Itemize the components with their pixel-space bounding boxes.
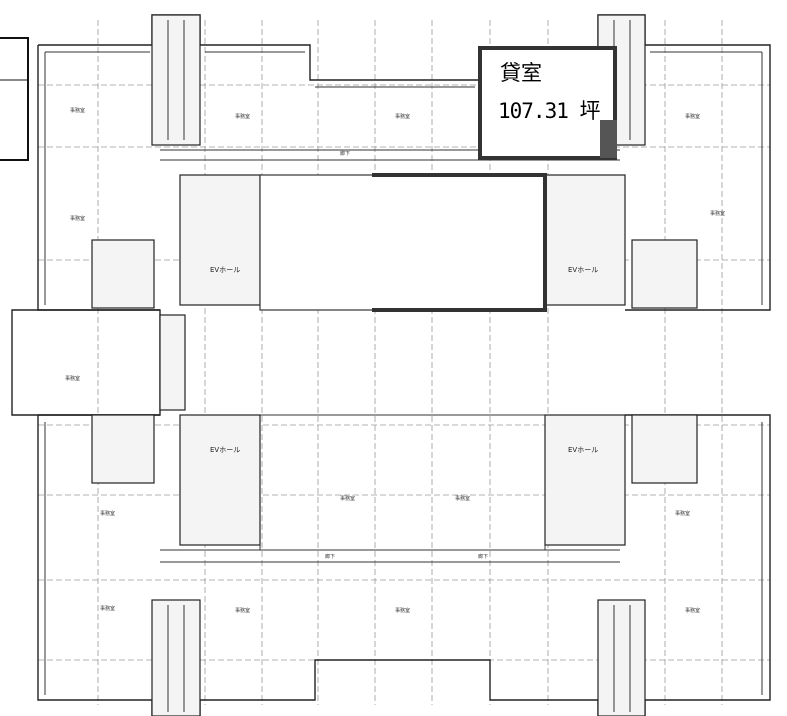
stair-tower-bottom-left (151, 599, 201, 716)
svg-text:事務室: 事務室 (710, 210, 725, 217)
core-upper-right: EVホール (544, 174, 698, 309)
svg-text:事務室: 事務室 (65, 375, 80, 382)
svg-text:廊下: 廊下 (478, 553, 488, 560)
connector-left (11, 309, 161, 416)
rental-unit-title: 貸室 (500, 61, 542, 85)
left-edge-box (0, 37, 29, 161)
svg-text:事務室: 事務室 (395, 607, 410, 614)
svg-text:廊下: 廊下 (325, 553, 335, 560)
rental-unit-area: 107.31 坪 (498, 99, 601, 123)
svg-text:事務室: 事務室 (70, 215, 85, 222)
stair-tower-top-left (151, 14, 201, 146)
svg-text:事務室: 事務室 (100, 605, 115, 612)
svg-text:事務室: 事務室 (455, 495, 470, 502)
core-upper-left: EVホール (91, 174, 261, 309)
atrium-void (259, 173, 547, 312)
room-labels: 事務室 事務室 事務室 事務室 事務室 事務室 事務室 事務室 事務室 事務室 … (65, 107, 725, 614)
svg-text:事務室: 事務室 (235, 607, 250, 614)
svg-text:事務室: 事務室 (675, 510, 690, 517)
ev-hall-label: EVホール (568, 266, 598, 274)
svg-text:事務室: 事務室 (395, 113, 410, 120)
svg-text:事務室: 事務室 (235, 113, 250, 120)
core-lower-left: EVホール (91, 414, 261, 546)
lower-wing-outline (37, 414, 771, 716)
svg-text:事務室: 事務室 (70, 107, 85, 114)
svg-text:事務室: 事務室 (100, 510, 115, 517)
rental-unit (478, 46, 617, 160)
ev-hall-label: EVホール (568, 446, 598, 454)
structural-grid (38, 20, 770, 705)
ev-hall-label: EVホール (210, 446, 240, 454)
core-lower-right: EVホール (544, 414, 698, 546)
ev-hall-label: EVホール (210, 266, 240, 274)
stair-tower-bottom-right (597, 599, 646, 716)
svg-text:事務室: 事務室 (340, 495, 355, 502)
svg-text:事務室: 事務室 (685, 607, 700, 614)
svg-text:廊下: 廊下 (340, 150, 350, 157)
svg-text:事務室: 事務室 (685, 113, 700, 120)
